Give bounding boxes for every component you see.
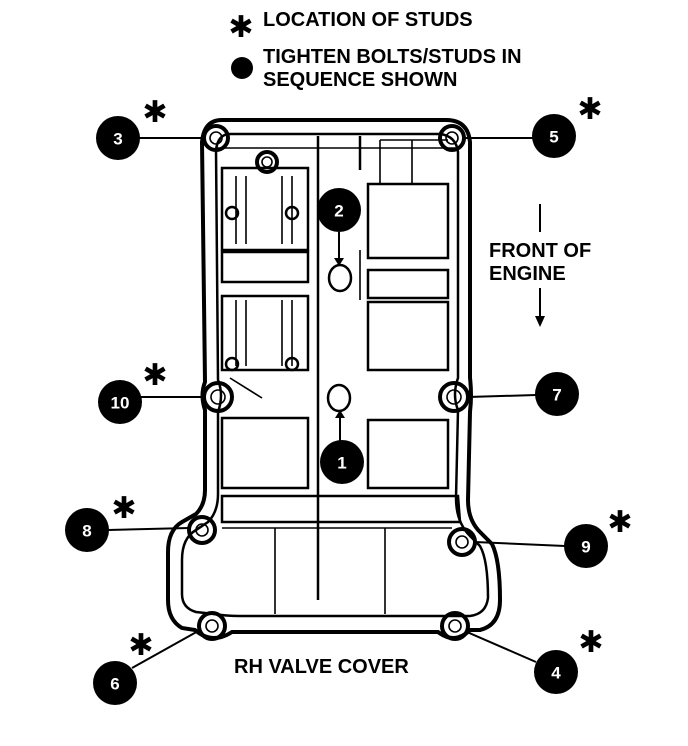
- callout-3: 3: [96, 116, 140, 160]
- callout-4-number: 4: [551, 664, 561, 683]
- callout-9: 9: [564, 524, 608, 568]
- callout-10: 10: [98, 380, 142, 424]
- bolt-hole-1: [326, 383, 352, 413]
- callout-10-number: 10: [111, 394, 130, 413]
- callout-2: 2: [317, 188, 361, 232]
- bolt-boss-6: [197, 611, 227, 641]
- callout-4: 4: [534, 650, 578, 694]
- valve-cover: [166, 118, 503, 640]
- legend-studs-text: LOCATION OF STUDS: [263, 9, 473, 31]
- legend-sequence-line1: TIGHTEN BOLTS/STUDS IN: [263, 46, 522, 68]
- stud-star-9-icon: ✱: [607, 506, 632, 539]
- callout-3-number: 3: [113, 130, 122, 149]
- callout-8: 8: [65, 508, 109, 552]
- bolt-boss-10: [202, 381, 234, 413]
- front-of-engine: FRONT OF ENGINE: [489, 204, 591, 327]
- callout-2-number: 2: [334, 202, 343, 221]
- callout-6-number: 6: [110, 675, 119, 694]
- cover-outer-outline: [166, 118, 503, 640]
- stud-star-3-icon: ✱: [142, 96, 167, 129]
- bolt-boss-8: [187, 515, 217, 545]
- callout-5: 5: [532, 114, 576, 158]
- diagram-caption: RH VALVE COVER: [234, 656, 409, 678]
- stud-star-4-icon: ✱: [578, 626, 603, 659]
- front-label-line1: FRONT OF: [489, 240, 591, 262]
- bolt-boss-4: [440, 611, 470, 641]
- callout-9-number: 9: [581, 538, 590, 557]
- legend: ✱ LOCATION OF STUDS TIGHTEN BOLTS/STUDS …: [228, 9, 521, 91]
- oil-fill-cap: [255, 150, 279, 174]
- callout-8-number: 8: [82, 522, 91, 541]
- front-label-line2: ENGINE: [489, 263, 566, 285]
- bolt-boss-9: [447, 527, 477, 557]
- callout-7: 7: [535, 372, 579, 416]
- stud-star-6-icon: ✱: [128, 629, 153, 662]
- bolt-hole-2: [327, 263, 353, 293]
- callout-5-number: 5: [549, 128, 558, 147]
- callout-7-number: 7: [552, 386, 561, 405]
- stud-star-10-icon: ✱: [142, 359, 167, 392]
- leader-lines: [107, 137, 566, 669]
- legend-bullet-icon: [231, 57, 253, 79]
- sequence-callouts: 1 2 3 4 5 6 7 8: [65, 114, 608, 705]
- legend-sequence-line2: SEQUENCE SHOWN: [263, 69, 457, 91]
- callout-1-number: 1: [337, 454, 346, 473]
- callout-6: 6: [93, 661, 137, 705]
- stud-markers: ✱ ✱ ✱ ✱ ✱ ✱ ✱: [111, 93, 632, 662]
- stud-star-8-icon: ✱: [111, 492, 136, 525]
- callout-1: 1: [320, 440, 364, 484]
- legend-star-icon: ✱: [228, 11, 253, 44]
- stud-star-5-icon: ✱: [577, 93, 602, 126]
- front-arrow-icon: [535, 316, 545, 327]
